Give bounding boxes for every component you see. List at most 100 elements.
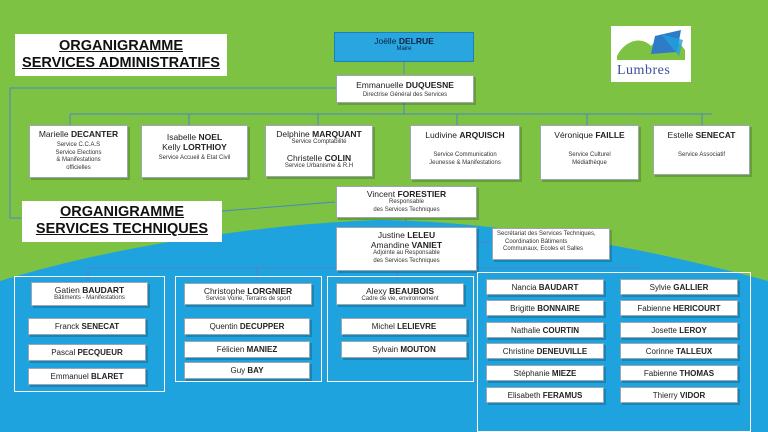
team-lorgnier-frame: [175, 276, 322, 382]
team-member: Michel LELIEVRE: [341, 318, 467, 335]
team-member: Pascal PECQUEUR: [28, 344, 146, 361]
colin-last-name: COLIN: [324, 152, 352, 163]
gatien-role: Bâtiments - Manifestations: [54, 295, 125, 301]
decanter-service-2: Service Elections: [55, 149, 102, 156]
tech-leleu-box: Justine LELEU Amandine VANIET Adjointe a…: [336, 227, 477, 271]
admin-arquisch-box: Ludivine ARQUISCH Service Communication …: [410, 125, 520, 180]
gatien-last-name: BAUDART: [82, 285, 125, 295]
lorthioy-last-name: LORTHIOY: [182, 142, 227, 152]
christophe-first-name: Christophe: [203, 286, 245, 296]
member-first-name: Nancia: [511, 283, 537, 292]
gatien-first-name: Gatien: [54, 285, 80, 295]
noel-first-name: Isabelle: [166, 132, 197, 142]
member-last-name: BONNAIRE: [537, 304, 580, 313]
team-beaubois-frame: [327, 276, 474, 382]
member-last-name: VIDOR: [679, 391, 706, 400]
member-last-name: BAUDART: [538, 283, 579, 292]
admin-noel-box: Isabelle NOEL Kelly LORTHIOY Service Acc…: [141, 125, 248, 178]
member-last-name: TALLEUX: [675, 347, 713, 356]
arquisch-last-name: ARQUISCH: [459, 130, 505, 140]
member-first-name: Pascal: [51, 348, 76, 357]
member-first-name: Quentin: [209, 322, 238, 331]
logo-text: Lumbres: [617, 63, 671, 78]
director-box: Emmanuelle DUQUESNE Directrise Général d…: [336, 75, 474, 103]
estelle-senecat-first-name: Estelle: [667, 130, 694, 140]
team-member: Brigitte BONNAIRE: [486, 300, 604, 316]
member-first-name: Christine: [502, 347, 535, 356]
member-first-name: Sylvain: [372, 345, 399, 354]
team-member: Guy BAY: [184, 362, 310, 379]
team-member: Sylvie GALLIER: [620, 279, 738, 295]
marquant-last-name: MARQUANT: [312, 129, 362, 139]
member-last-name: THOMAS: [679, 369, 715, 378]
member-last-name: DENEUVILLE: [536, 347, 588, 356]
member-last-name: BAY: [247, 366, 264, 375]
estelle-senecat-service: Service Associatif: [677, 152, 726, 158]
member-first-name: Thierry: [652, 391, 678, 400]
logo-icon: [617, 30, 685, 60]
arquisch-service-1: Service Communication: [433, 152, 497, 158]
member-last-name: BLARET: [91, 372, 124, 381]
team-member: Nathalie COURTIN: [486, 322, 604, 338]
admin-title-line1: ORGANIGRAMME: [58, 38, 184, 54]
team-member: Christine DENEUVILLE: [486, 343, 604, 359]
noel-last-name: NOEL: [198, 132, 223, 142]
admin-faille-box: Véronique FAILLE Service Culturel Médiat…: [540, 125, 639, 180]
member-last-name: COURTIN: [542, 326, 580, 335]
team-member: Félicien MANIEZ: [184, 341, 310, 358]
admin-decanter-box: Marielle DECANTER Service C.C.A.S Servic…: [29, 125, 128, 178]
faille-service-1: Service Culturel: [568, 152, 611, 158]
forestier-role-1: Responsable: [388, 199, 425, 205]
member-last-name: FERAMUS: [542, 391, 583, 400]
baudart-head-box: Gatien BAUDART Bâtiments - Manifestation…: [31, 282, 148, 306]
leleu-role-1: Adjointe au Responsable: [373, 250, 440, 256]
mayor-first-name: Joëlle: [374, 36, 397, 46]
noel-service: Service Accueil & Etat Civil: [158, 155, 231, 161]
member-first-name: Corinne: [645, 347, 674, 356]
team-member: Nancia BAUDART: [486, 279, 604, 295]
colin-first-name: Christelle: [286, 152, 323, 163]
member-first-name: Fabienne: [643, 369, 678, 378]
tech-forestier-box: Vincent FORESTIER Responsable des Servic…: [336, 186, 477, 218]
colin-service: Service Urbanisme & R.H: [284, 162, 354, 169]
faille-service-2: Médiathèque: [572, 159, 607, 166]
secretariat-line-1: Secrétariat des Services Techniques,: [497, 231, 596, 237]
member-first-name: Félicien: [216, 345, 245, 354]
team-baudart-frame: [14, 276, 165, 392]
estelle-senecat-last-name: SENECAT: [695, 130, 736, 140]
leleu-first-name: Justine: [377, 230, 405, 240]
team-member: Corinne TALLEUX: [620, 343, 738, 359]
beaubois-head-box: Alexy BEAUBOIS Cadre de vie, environneme…: [336, 283, 464, 305]
member-last-name: PECQUEUR: [77, 348, 123, 357]
arquisch-first-name: Ludivine: [425, 130, 457, 140]
member-first-name: Michel: [371, 322, 395, 331]
member-first-name: Sylvie: [649, 283, 671, 292]
lorgnier-head-box: Christophe LORGNIER Service Voirie, Terr…: [184, 283, 312, 305]
member-first-name: Emmanuel: [50, 372, 89, 381]
tech-secretariat-box: Secrétariat des Services Techniques, Coo…: [492, 228, 610, 260]
member-last-name: DECUPPER: [239, 322, 285, 331]
decanter-service-4: officielles: [66, 164, 91, 171]
forestier-role-2: des Services Techniques: [373, 206, 440, 213]
member-last-name: MOUTON: [400, 345, 436, 354]
team-member: Quentin DECUPPER: [184, 318, 310, 335]
member-last-name: LEROY: [679, 326, 707, 335]
admin-chart-title: ORGANIGRAMME SERVICES ADMINISTRATIFS: [15, 34, 227, 76]
team-member: Elisabeth FERAMUS: [486, 387, 604, 403]
marquant-first-name: Delphine: [276, 129, 310, 139]
team-member: Thierry VIDOR: [620, 387, 738, 403]
member-first-name: Fabienne: [637, 304, 671, 313]
admin-senecat-box: Estelle SENECAT Service Associatif: [653, 125, 750, 175]
secretariat-line-2: Coordination Bâtiments: [505, 238, 568, 245]
team-member: Franck SENECAT: [28, 318, 146, 335]
member-last-name: HERICOURT: [673, 304, 721, 313]
alexy-role: Cadre de vie, environnement: [361, 296, 439, 302]
lorthioy-first-name: Kelly: [162, 142, 181, 152]
decanter-service-3: & Manifestations: [56, 157, 101, 163]
team-member: Josette LEROY: [620, 322, 738, 338]
member-last-name: MANIEZ: [246, 345, 278, 354]
member-first-name: Stéphanie: [513, 369, 550, 378]
member-last-name: LELIEVRE: [397, 322, 437, 331]
decanter-first-name: Marielle: [38, 129, 69, 139]
team-member: Fabienne THOMAS: [620, 365, 738, 381]
